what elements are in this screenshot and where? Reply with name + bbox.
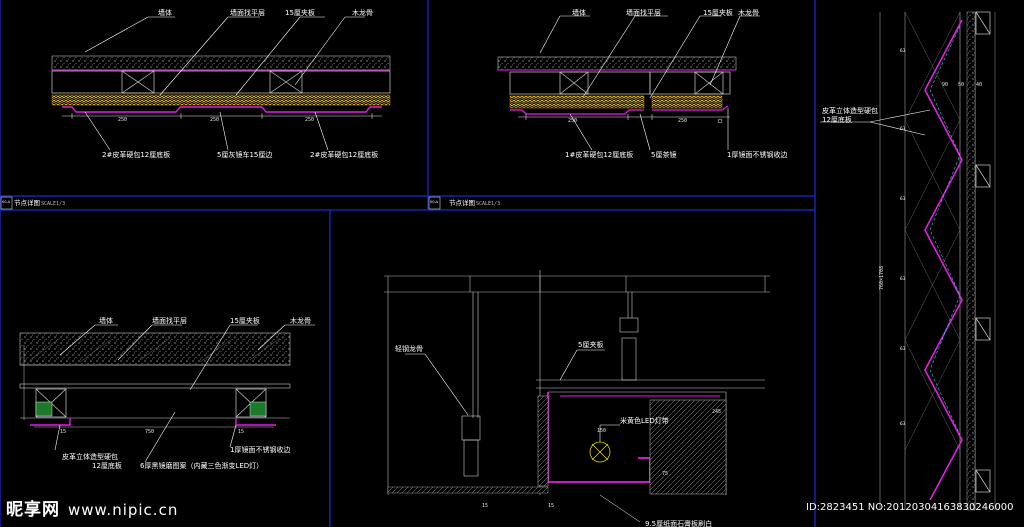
p3-dim-3: 15 xyxy=(238,429,244,435)
p1-dim-2: 250 xyxy=(210,117,219,123)
svg-text:63: 63 xyxy=(900,126,906,132)
p3-label-plywood: 15厘夹板 xyxy=(230,316,260,325)
p5-dim-2: 50 xyxy=(958,82,964,88)
p3-callout-2: 12厘底板 xyxy=(92,461,122,470)
panel-3-section: 15 750 15 墙体 墙面找平层 15厘夹板 木龙骨 皮革立体造型硬包 12… xyxy=(19,316,315,470)
panel-1-section: 250 250 250 墙体 墙面找平层 15厘夹板 木龙骨 2#皮革硬包12厘… xyxy=(0,8,391,210)
p5-label-leather: 皮革立体造型硬包 xyxy=(822,106,878,115)
p1-wall-layer xyxy=(51,55,391,71)
p2-scale: SCALE1/3 xyxy=(476,201,500,207)
p2-label-keel: 木龙骨 xyxy=(738,8,759,17)
p4-dim-3: 75 xyxy=(662,471,668,477)
p1-callout-2: 5厘灰镜车15厘边 xyxy=(217,150,272,159)
watermark-url: www.nipic.cn xyxy=(68,501,179,519)
p5-dim-1: 90 xyxy=(942,82,948,88)
p1-title: 节点详图 xyxy=(14,198,40,207)
p3-callout-1: 皮革立体造型硬包 xyxy=(62,452,118,461)
p5-label-base: 12厘底板 xyxy=(822,115,852,124)
p2-title: 节点详图 xyxy=(449,198,475,207)
p1-dim-3: 250 xyxy=(305,117,314,123)
svg-text:63: 63 xyxy=(900,196,906,202)
p4-label-plywood: 5厘夹板 xyxy=(578,340,603,349)
p2-dim-1: 250 xyxy=(568,118,577,124)
p2-label-plywood: 15厘夹板 xyxy=(703,8,733,17)
p3-dim-2: 750 xyxy=(145,429,154,435)
p1-label-plywood: 15厘夹板 xyxy=(285,8,315,17)
panel-2-section: 250 250 墙体 墙面找平层 15厘夹板 木龙骨 1#皮革硬包12厘底板 5… xyxy=(428,8,787,210)
p4-label-steel-keel: 轻钢龙骨 xyxy=(395,344,423,353)
p1-dim-1: 250 xyxy=(118,117,127,123)
panel-5-section: 63 63 63 63 63 63 90 50 40 760×1708 皮革立体造型硬包… xyxy=(820,11,996,511)
p3-label-wall: 墙体 xyxy=(99,316,113,325)
p2-callout-2: 5厘茶镜 xyxy=(651,150,676,159)
p4-dim-4: 15 xyxy=(548,503,554,509)
svg-text:63: 63 xyxy=(900,421,906,427)
p3-label-leveling: 墙面找平层 xyxy=(152,316,187,325)
frame-lines xyxy=(0,0,816,527)
p3-callout-4: 1厚镜面不锈钢收边 xyxy=(230,445,290,454)
svg-text:63: 63 xyxy=(900,48,906,54)
p4-dim-2: 245 xyxy=(712,409,721,415)
p1-scale: SCALE1/3 xyxy=(41,201,65,207)
p1-callout-1: 2#皮革硬包12厘底板 xyxy=(102,150,170,159)
p1-label-leveling: 墙面找平层 xyxy=(230,8,265,17)
p4-dim-1: 150 xyxy=(597,428,606,434)
p4-bottom-label: 9.5厘纸面石膏板刷白 xyxy=(645,519,712,527)
p2-label-wall: 墙体 xyxy=(572,8,586,17)
p4-label-led: 米黄色LED灯带 xyxy=(620,416,669,425)
p3-callout-3: 6厚黑镜磨图案（内藏三色渐变LED灯） xyxy=(140,461,263,470)
p2-dim-2: 250 xyxy=(678,118,687,124)
p1-leaders xyxy=(84,16,365,151)
p5-dim-total: 760×1708 xyxy=(879,266,885,290)
p1-keels xyxy=(51,70,391,94)
svg-text:63: 63 xyxy=(900,346,906,352)
p4-dim-5: 15 xyxy=(482,503,488,509)
p3-dim-1: 15 xyxy=(60,429,66,435)
p2-callout-3: 1厚镜面不锈钢收边 xyxy=(727,150,787,159)
watermark-brand: 昵享网 xyxy=(6,500,60,520)
p1-tag: 00-A xyxy=(2,200,11,204)
p1-ticks xyxy=(71,113,373,119)
p2-label-leveling: 墙面找平层 xyxy=(626,8,661,17)
p3-label-keel: 木龙骨 xyxy=(290,316,311,325)
p2-callout-1: 1#皮革硬包12厘底板 xyxy=(565,150,633,159)
svg-text:63: 63 xyxy=(900,276,906,282)
p1-callout-3: 2#皮革硬包12厘底板 xyxy=(310,150,378,159)
watermark-logo: 昵享网 www.nipic.cn xyxy=(6,495,178,520)
panel-4-section: 轻钢龙骨 5厘夹板 米黄色LED灯带 150 245 75 15 15 9.5厘… xyxy=(384,270,770,527)
p5-dim-3: 40 xyxy=(976,82,982,88)
image-id-text: ID:2823451 NO:20120304163830246000 xyxy=(806,502,1014,513)
p2-tag: 00-A xyxy=(430,200,439,204)
p1-label-keel: 木龙骨 xyxy=(352,8,373,17)
p1-finish-layer xyxy=(51,94,391,106)
p1-label-wall: 墙体 xyxy=(158,8,172,17)
